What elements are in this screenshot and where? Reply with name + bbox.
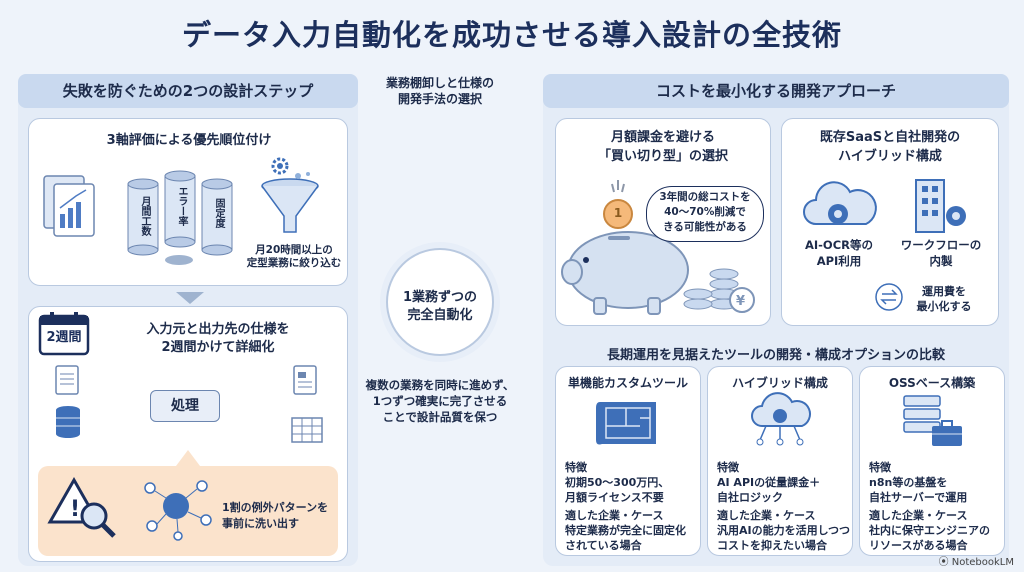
savings-line1: 3年間の総コストを (659, 191, 751, 203)
exception-line2: 事前に洗い出す (222, 517, 299, 530)
process-box: 処理 (150, 390, 220, 422)
building-gear-icon (915, 179, 966, 233)
logo-icon: ⦿ (938, 557, 952, 568)
funnel-gear-icon (261, 157, 319, 233)
option-case-label: 適した企業・ケース (717, 509, 816, 522)
hybrid-bottom-line2: 最小化する (916, 300, 972, 313)
callout-pointer (176, 450, 200, 466)
option-case-line2: されている場合 (565, 539, 642, 552)
hybrid-left-line2: API利用 (816, 254, 862, 268)
pillar-label: 月間工数 (139, 196, 150, 236)
output-target-icon (291, 365, 323, 443)
cloud-gear-icon (803, 181, 877, 225)
pillars-icon (127, 170, 233, 265)
option-case-line2: リソースがある場合 (869, 539, 968, 552)
middle-top-line2: 開発手法の選択 (397, 92, 482, 106)
exception-line1: 1割の例外パターンを (222, 501, 329, 514)
svg-text:¥: ¥ (736, 294, 745, 309)
input-source-icon (55, 365, 80, 438)
hybrid-left-line1: AI-OCR等の (804, 238, 874, 252)
down-arrow-icon (176, 292, 204, 304)
savings-line2: 40〜70%削減で (664, 206, 746, 218)
option-feature-line2: 自社ロジック (717, 491, 783, 504)
calendar-icon (38, 312, 90, 356)
buyout-title-line1: 月額課金を避ける (610, 130, 715, 145)
process-label: 処理 (171, 398, 199, 414)
option-feature-line1: n8n等の基盤を (869, 476, 948, 489)
option-case-line2: コストを抑えたい場合 (717, 539, 827, 552)
hybrid-bottom-line1: 運用費を (922, 285, 966, 298)
page-title: データ入力自動化を成功させる導入設計の全技術 (181, 18, 842, 52)
notebooklm-logo: ⦿ NotebookLM (939, 553, 1014, 568)
svg-text:!: ! (70, 497, 80, 522)
step2-title-line1: 入力元と出力先の仕様を (146, 322, 290, 337)
focus-circle (386, 248, 494, 356)
option-title: OSSベース構築 (888, 376, 976, 390)
middle-bottom-line1: 複数の業務を同時に進めず、 (365, 378, 515, 392)
hybrid-title-line2: ハイブリッド構成 (838, 149, 942, 164)
middle-top-line1: 業務棚卸しと仕様の (385, 76, 494, 90)
option-feature-line2: 自社サーバーで運用 (869, 491, 968, 504)
hybrid-right-line2: 内製 (929, 254, 953, 268)
two-weeks-badge: 2週間 (46, 330, 82, 345)
server-toolbox-icon (903, 395, 962, 446)
blueprint-icon (596, 402, 656, 445)
logo-text: NotebookLM (951, 557, 1014, 568)
step2-title-line2: 2週間かけて詳細化 (161, 340, 275, 355)
circle-line2: 完全自動化 (407, 308, 473, 323)
step1-note-line1: 月20時間以上の (255, 244, 333, 256)
option-case-line1: 特定業務が完全に固定化 (565, 524, 686, 537)
network-icon (144, 480, 212, 541)
options-header: 長期運用を見据えたツールの開発・構成オプションの比較 (606, 348, 945, 363)
hybrid-title-line1: 既存SaaSと自社開発の (819, 130, 961, 145)
circle-line1: 1業務ずつの (402, 290, 478, 305)
option-case-line1: 汎用AIの能力を活用しつつ (717, 524, 850, 537)
option-feature-line1: AI APIの従量課金＋ (717, 476, 821, 489)
warning-magnifier-icon: ! (47, 476, 116, 538)
coin-label: 1 (613, 206, 623, 220)
right-panel-header: コストを最小化する開発アプローチ (543, 74, 1009, 108)
cloud-network-icon (751, 392, 811, 446)
savings-bubble (646, 186, 764, 242)
option-case-label: 適した企業・ケース (869, 509, 968, 522)
buyout-title-line2: 「買い切り型」の選択 (597, 149, 728, 164)
option-feature-label: 特徴 (717, 461, 739, 474)
option-title: 単機能カスタムツール (567, 376, 688, 390)
exchange-arrows-icon (875, 283, 903, 311)
pillar-label: 固定度 (213, 198, 224, 228)
savings-line3: きる可能性がある (663, 221, 747, 233)
option-title: ハイブリッド構成 (732, 376, 828, 390)
step1-note-line2: 定型業務に絞り込む (246, 257, 342, 269)
option-feature-label: 特徴 (869, 461, 891, 474)
piggy-bank-icon: ¥ (561, 180, 755, 315)
left-panel-header: 失敗を防ぐための2つの設計ステップ (18, 74, 358, 108)
step1-title: 3軸評価による優先順位付け (106, 133, 272, 148)
middle-bottom-line3: ことで設計品質を保つ (382, 410, 498, 424)
option-feature-label: 特徴 (565, 461, 587, 474)
option-card-custom (555, 366, 701, 556)
middle-bottom-line2: 1つずつ確実に完了させる (372, 394, 508, 408)
documents-icon (43, 175, 95, 237)
hybrid-right-line1: ワークフローの (900, 238, 982, 252)
pillar-label: エラー率 (176, 186, 187, 226)
option-feature-line2: 月額ライセンス不要 (565, 491, 664, 504)
option-case-line1: 社内に保守エンジニアの (869, 524, 990, 537)
option-feature-line1: 初期50〜300万円、 (565, 476, 670, 489)
option-case-label: 適した企業・ケース (565, 509, 664, 522)
